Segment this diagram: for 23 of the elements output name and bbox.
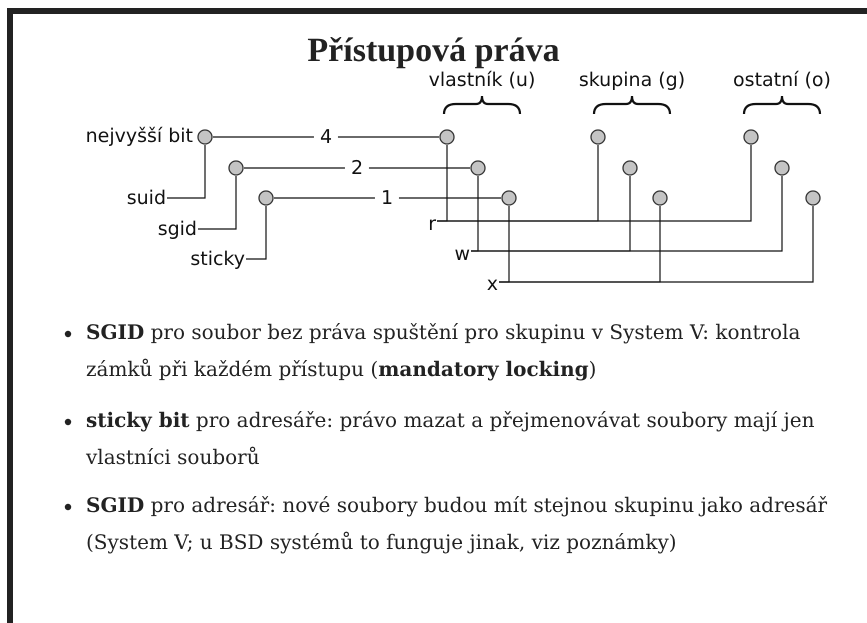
connector-line xyxy=(499,206,814,283)
connector-line xyxy=(437,145,752,222)
group-label: ostatní (o) xyxy=(733,69,831,91)
bit-label: nejvyšší bit xyxy=(86,125,193,147)
connector-line xyxy=(244,167,470,169)
bullet-text: SGID pro soubor bez práva spuštění pro skupinu v System V: kontrola zámků při každém přístupu (mandatory locking) xyxy=(86,319,802,383)
bit-label: r xyxy=(428,213,436,235)
connector-line xyxy=(213,136,439,138)
leader-line xyxy=(246,206,267,260)
leader-line xyxy=(167,145,206,199)
slide-title: Přístupová práva xyxy=(306,32,561,70)
group-label: skupina (g) xyxy=(578,69,686,91)
bit-label: w xyxy=(454,243,470,265)
bit-label: suid xyxy=(126,187,166,209)
group-label: vlastník (u) xyxy=(428,69,536,91)
bit-label: x xyxy=(486,273,498,295)
bit-label: sgid xyxy=(158,218,197,240)
connector-line xyxy=(274,197,501,199)
bit-label: sticky xyxy=(190,248,245,270)
bullet-text: sticky bit pro adresáře: právo mazat a přejmenovávat soubory mají jen vlastníci souborů xyxy=(86,407,816,471)
bullet-text: SGID pro adresář: nové soubory budou mít stejnou skupinu jako adresář (System V; u BSD systémů to funguje jinak, viz poznámky) xyxy=(86,492,828,556)
connector-line xyxy=(471,176,783,252)
leader-line xyxy=(198,176,237,230)
